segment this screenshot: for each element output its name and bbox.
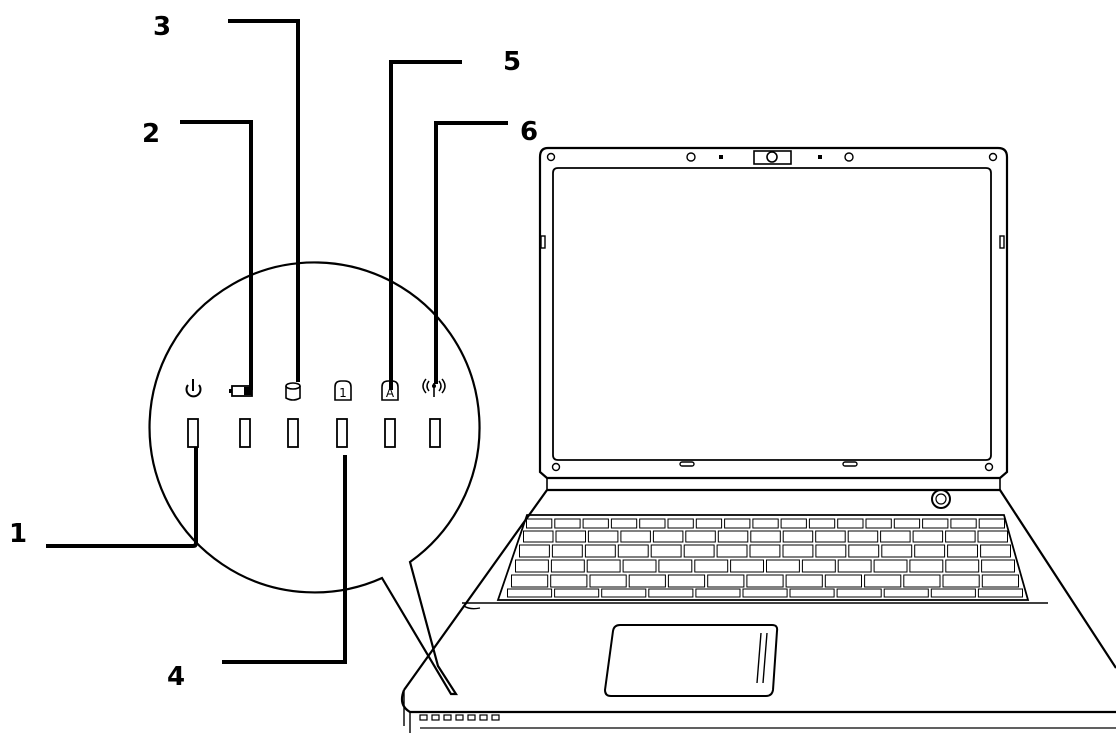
- front-led-row: [419, 714, 500, 721]
- power-button: [931, 489, 951, 509]
- callout-6: 6: [520, 117, 538, 147]
- leader-line-4: [222, 455, 347, 664]
- num-lock-icon: 1: [334, 380, 352, 401]
- leader-line-6: [434, 121, 508, 384]
- laptop-screen: [552, 167, 992, 461]
- laptop: [400, 146, 1116, 733]
- keyboard: [496, 514, 1030, 601]
- indicator-panel: 1 A: [185, 378, 446, 448]
- led-power: [187, 418, 199, 448]
- callout-4: 4: [167, 662, 185, 692]
- hdd-icon: [285, 382, 301, 401]
- wireless-icon: [422, 378, 446, 397]
- callout-5: 5: [503, 47, 521, 77]
- leader-line-1: [46, 447, 198, 548]
- webcam: [546, 150, 998, 165]
- callout-1: 1: [9, 519, 27, 549]
- led-caps-lock: [384, 418, 396, 448]
- touchpad: [603, 624, 779, 697]
- led-wireless: [429, 418, 441, 448]
- num-lock-glyph: 1: [339, 386, 347, 400]
- leader-line-3: [228, 19, 300, 382]
- callout-3: 3: [153, 12, 171, 42]
- led-hdd: [287, 418, 299, 448]
- leader-lines: [46, 19, 508, 664]
- battery-icon: [229, 385, 253, 397]
- leader-line-5: [389, 60, 462, 390]
- laptop-lid: [538, 146, 1009, 480]
- caps-lock-glyph: A: [386, 386, 395, 400]
- laptop-base: [403, 488, 1116, 691]
- power-icon: [185, 379, 202, 398]
- callout-2: 2: [142, 119, 160, 149]
- callout-numbers: 1 2 3 4 5 6: [9, 12, 538, 692]
- leader-line-2: [180, 120, 253, 390]
- led-num-lock: [336, 418, 348, 448]
- magnifier-bubble: [148, 261, 481, 696]
- led-battery: [239, 418, 251, 448]
